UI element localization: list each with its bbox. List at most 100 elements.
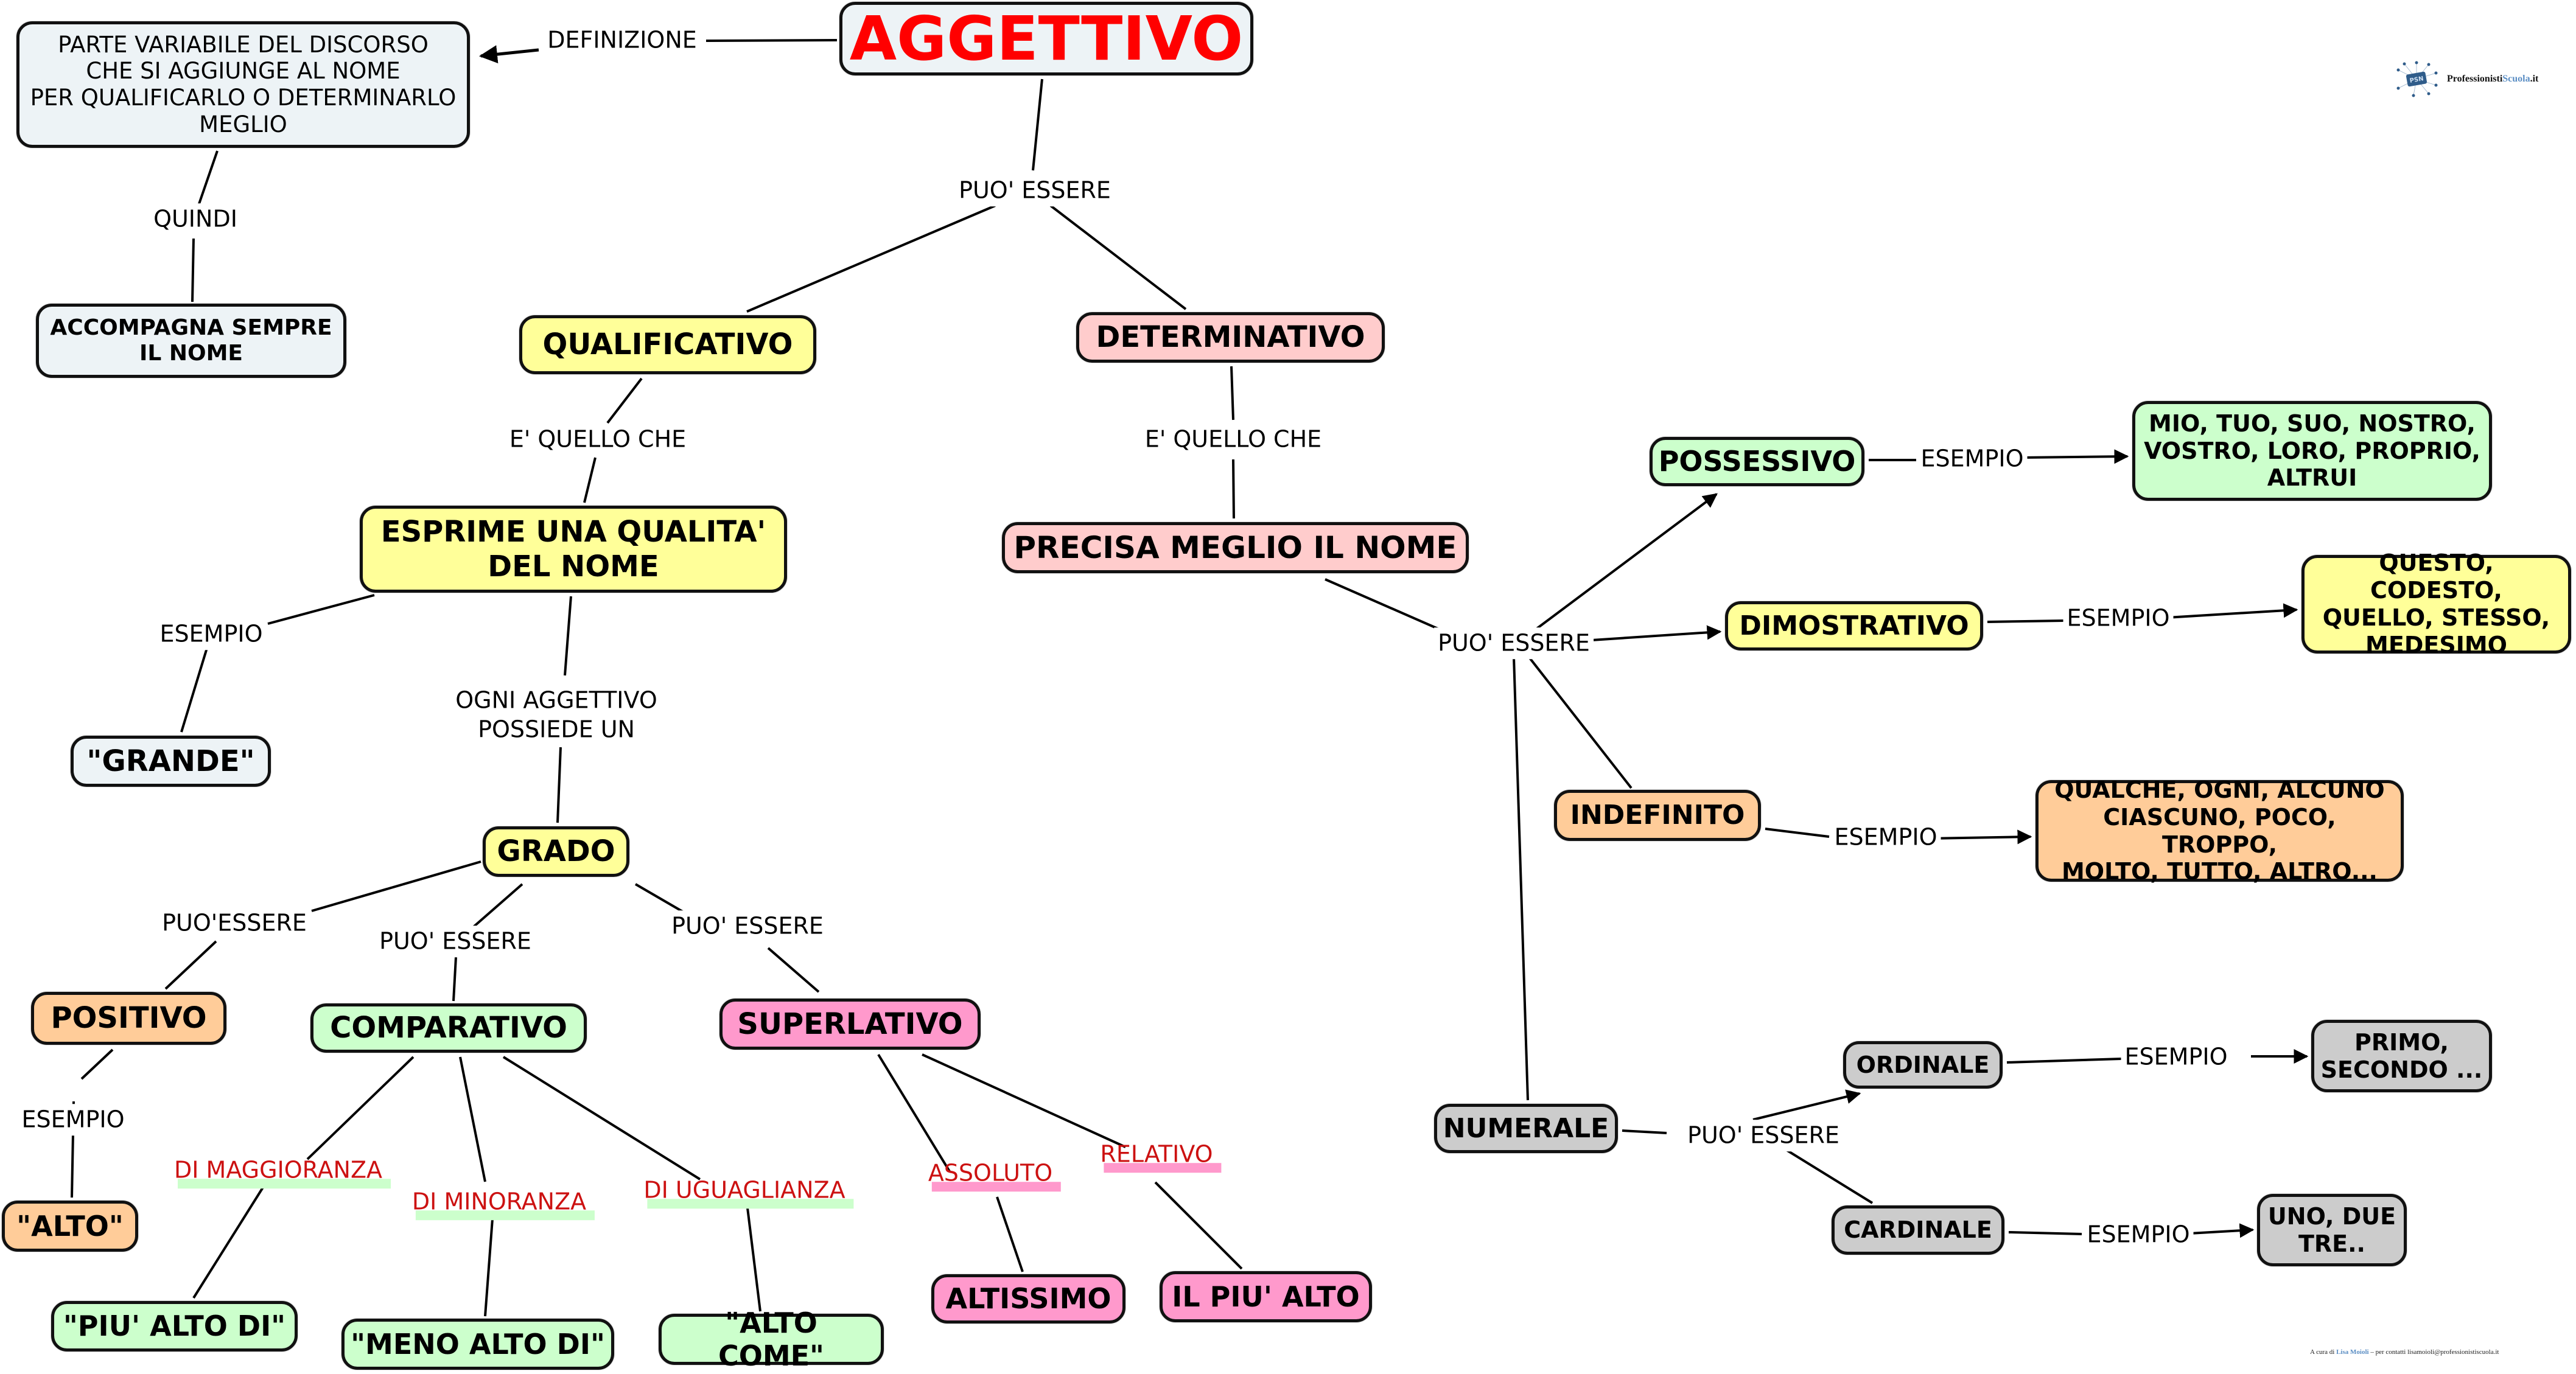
link-label-puoessere-positivo: PUO'ESSERE	[158, 907, 310, 939]
node-cardinale-esempi[interactable]: UNO, DUE TRE..	[2257, 1194, 2407, 1266]
connector	[1230, 366, 1234, 420]
link-label-e-quello-che-det: E' QUELLO CHE	[1141, 424, 1326, 455]
link-label-puo-essere-top: PUO' ESSERE	[955, 175, 1115, 206]
node-esprime-qualita[interactable]: ESPRIME UNA QUALITA' DEL NOME	[360, 506, 787, 593]
connector	[1528, 656, 1633, 789]
connector	[922, 1053, 1126, 1148]
link-label-di-minoranza: DI MINORANZA	[408, 1186, 595, 1220]
connector	[1049, 204, 1187, 310]
node-grado[interactable]: GRADO	[483, 826, 629, 877]
connector	[2008, 1231, 2082, 1235]
logo-professionisti-scuola[interactable]: PSN ProfessionistiScuola.it	[2392, 61, 2538, 97]
connector	[267, 594, 375, 625]
node-numerale[interactable]: NUMERALE	[1434, 1104, 1618, 1153]
link-label-esempio-grande: ESEMPIO	[156, 618, 267, 650]
footer-prefix: A cura di	[2310, 1348, 2337, 1356]
node-superlativo[interactable]: SUPERLATIVO	[719, 999, 981, 1050]
node-comparativo[interactable]: COMPARATIVO	[310, 1003, 587, 1053]
node-determinativo[interactable]: DETERMINATIVO	[1076, 312, 1385, 363]
connector	[306, 1056, 415, 1160]
node-altissimo[interactable]: ALTISSIMO	[931, 1274, 1125, 1323]
link-label-relativo: RELATIVO	[1096, 1139, 1222, 1173]
node-indefinito-esempi[interactable]: QUALCHE, OGNI, ALCUNO CIASCUNO, POCO, TR…	[2035, 776, 2404, 885]
link-label-esempio-possessivo: ESEMPIO	[1917, 443, 2028, 475]
link-label-di-maggioranza: DI MAGGIORANZA	[170, 1154, 391, 1188]
connector	[80, 1048, 114, 1080]
connector	[191, 238, 195, 302]
node-grande[interactable]: "GRANDE"	[71, 736, 271, 787]
link-label-quindi: QUINDI	[150, 203, 241, 235]
node-indefinito[interactable]: INDEFINITO	[1554, 790, 1761, 841]
connector	[1591, 625, 1722, 641]
link-label-esempio-dimostrativo: ESEMPIO	[2063, 602, 2174, 634]
connector	[502, 1056, 701, 1180]
connector	[1232, 459, 1235, 519]
connector	[192, 1182, 267, 1299]
link-label-assoluto: ASSOLUTO	[925, 1157, 1062, 1191]
link-label-esempio-alto: ESEMPIO	[18, 1104, 128, 1135]
connector	[2020, 449, 2129, 464]
connector	[459, 1056, 486, 1182]
node-possessivo[interactable]: POSSESSIVO	[1650, 437, 1864, 486]
node-ordinale[interactable]: ORDINALE	[1843, 1041, 2003, 1089]
node-positivo[interactable]: POSITIVO	[31, 992, 226, 1045]
node-precisa-nome[interactable]: PRECISA MEGLIO IL NOME	[1002, 522, 1469, 573]
node-il-piu-alto[interactable]: IL PIU' ALTO	[1160, 1271, 1372, 1322]
node-ordinale-esempi[interactable]: PRIMO, SECONDO ...	[2311, 1020, 2492, 1092]
node-accompagna[interactable]: ACCOMPAGNA SEMPRE IL NOME	[36, 304, 346, 378]
connector	[606, 377, 643, 424]
connector	[164, 940, 217, 990]
link-label-puo-essere-comparativo: PUO' ESSERE	[376, 926, 535, 957]
network-people-icon: PSN	[2392, 61, 2441, 97]
connector	[1513, 657, 1529, 1101]
connector	[583, 457, 597, 503]
connector	[479, 45, 539, 64]
link-label-esempio-indefinito: ESEMPIO	[1830, 821, 1941, 853]
link-label-puo-essere-numerale: PUO' ESSERE	[1684, 1120, 1843, 1151]
footer-credits: A cura di Lisa Moioli – per contatti lis…	[2310, 1348, 2499, 1356]
connector	[1987, 619, 2064, 623]
connector	[484, 1210, 494, 1317]
node-cardinale[interactable]: CARDINALE	[1832, 1205, 2004, 1255]
node-qualificativo[interactable]: QUALIFICATIVO	[519, 315, 816, 374]
link-label-esempio-ordinale: ESEMPIO	[2121, 1041, 2231, 1073]
connector	[1325, 578, 1448, 634]
connector	[1622, 1129, 1667, 1134]
connector	[1154, 1181, 1243, 1270]
connector	[2006, 1058, 2122, 1064]
connector	[311, 860, 481, 912]
connector	[180, 647, 208, 733]
connector	[634, 883, 689, 916]
node-dimostrativo-esempi[interactable]: QUESTO, CODESTO, QUELLO, STESSO, MEDESIM…	[2301, 549, 2571, 658]
node-piu-alto-di[interactable]: "PIU' ALTO DI"	[51, 1301, 298, 1351]
connector	[472, 883, 523, 928]
connector	[564, 596, 572, 676]
connector	[1752, 1089, 1861, 1121]
node-alto[interactable]: "ALTO"	[2, 1201, 138, 1252]
node-possessivo-esempi[interactable]: MIO, TUO, SUO, NOSTRO, VOSTRO, LORO, PRO…	[2132, 401, 2492, 501]
connector	[2166, 603, 2298, 619]
connector	[767, 947, 820, 993]
link-label-puo-essere-determinativo: PUO' ESSERE	[1434, 627, 1594, 659]
connector	[452, 957, 457, 1002]
node-meno-alto-di[interactable]: "MENO ALTO DI"	[341, 1319, 614, 1370]
connector	[1928, 829, 2032, 845]
footer-author[interactable]: Lisa Moioli	[2336, 1348, 2369, 1356]
node-alto-come[interactable]: "ALTO COME"	[659, 1306, 884, 1372]
connector	[1534, 493, 1718, 631]
connector	[1032, 78, 1043, 171]
connector	[1785, 1149, 1874, 1204]
link-label-e-quello-che-qual: E' QUELLO CHE	[505, 424, 690, 455]
link-label-puo-essere-superlativo: PUO' ESSERE	[668, 910, 827, 942]
connector	[877, 1053, 951, 1173]
link-label-di-uguaglianza: DI UGUAGLIANZA	[640, 1174, 854, 1208]
node-definition[interactable]: PARTE VARIABILE DEL DISCORSO CHE SI AGGI…	[16, 21, 470, 148]
link-label-esempio-cardinale: ESEMPIO	[2083, 1219, 2194, 1250]
title-node-aggettivo[interactable]: AGGETTIVO	[839, 2, 1253, 75]
link-label-ogni-aggettivo: OGNI AGGETTIVO POSSIEDE UN	[452, 685, 661, 745]
node-dimostrativo[interactable]: DIMOSTRATIVO	[1725, 601, 1983, 650]
connector	[1765, 828, 1830, 838]
connector	[996, 1196, 1024, 1272]
